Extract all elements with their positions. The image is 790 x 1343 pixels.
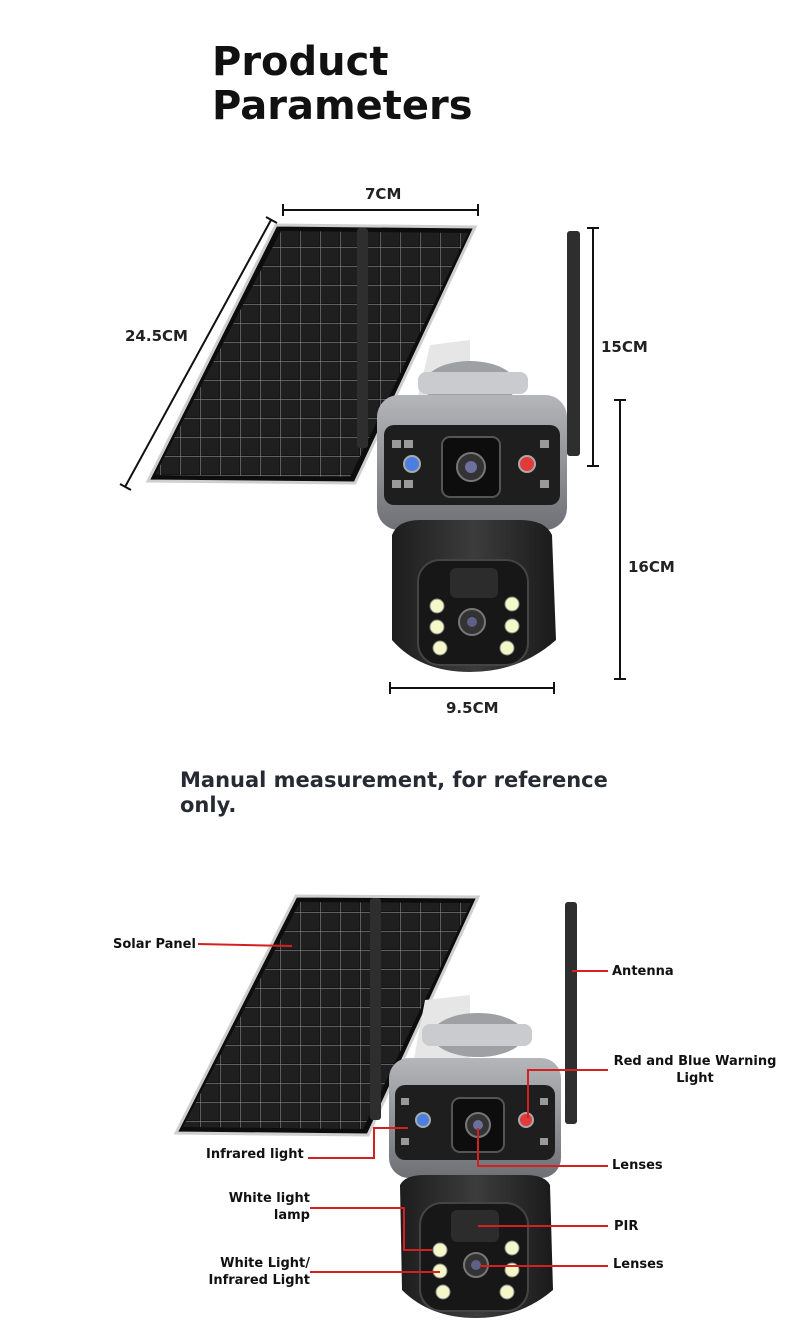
measurement-note: Manual measurement, for reference only. <box>180 768 608 817</box>
panel-width-label: 7CM <box>365 185 402 203</box>
callout-lenses-bottom: Lenses <box>613 1257 664 1272</box>
callout-warning-light: Red and Blue Warning Light <box>613 1054 777 1086</box>
page-title: Product Parameters <box>212 39 473 129</box>
camera-height-label: 16CM <box>628 558 675 576</box>
callout-lines <box>197 943 608 1273</box>
callout-white-infrared-light: White Light/ Infrared Light <box>208 1256 310 1288</box>
camera-image-2 <box>370 898 577 1318</box>
panel-height-label: 24.5CM <box>125 327 188 345</box>
camera-image <box>357 228 580 672</box>
callout-white-light-lamp: White light lamp <box>228 1191 310 1223</box>
callout-pir: PIR <box>614 1219 639 1234</box>
callout-antenna: Antenna <box>612 964 674 979</box>
dimension-diagram <box>119 204 626 694</box>
dimension-lines <box>119 204 626 694</box>
callout-infrared-light: Infrared light <box>206 1147 304 1162</box>
callout-lenses-top: Lenses <box>612 1158 663 1173</box>
antenna-height-label: 15CM <box>601 338 648 356</box>
camera-width-label: 9.5CM <box>446 699 499 717</box>
callout-solar-panel: Solar Panel <box>113 937 196 952</box>
